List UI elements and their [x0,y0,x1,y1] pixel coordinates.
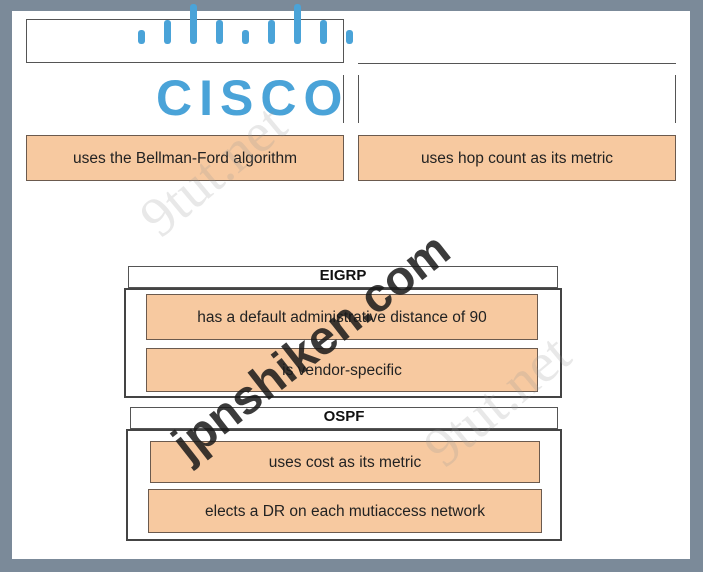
drag-drop-panel: CISCO uses the Bellman-Ford algorithm us… [12,4,690,559]
ospf-header: OSPF [130,407,558,429]
eigrp-header: EIGRP [128,266,558,288]
drop-target-right-top[interactable] [358,63,676,65]
ospf-item-elects-dr[interactable]: elects a DR on each mutiaccess network [148,489,542,533]
eigrp-item-vendor-specific[interactable]: is vendor-specific [146,348,538,392]
answer-tile-hop-count[interactable]: uses hop count as its metric [358,135,676,181]
ospf-item-cost-metric[interactable]: uses cost as its metric [150,441,540,483]
answer-tile-bellman-ford[interactable]: uses the Bellman-Ford algorithm [26,135,344,181]
drop-target-left-top[interactable] [26,19,344,63]
drop-target-left-bottom[interactable] [26,75,344,123]
drop-target-right-bottom[interactable] [358,75,676,123]
eigrp-item-admin-distance[interactable]: has a default administrative distance of… [146,294,538,340]
cisco-logo-icon [138,4,353,44]
cisco-logo-text: CISCO [156,70,350,126]
